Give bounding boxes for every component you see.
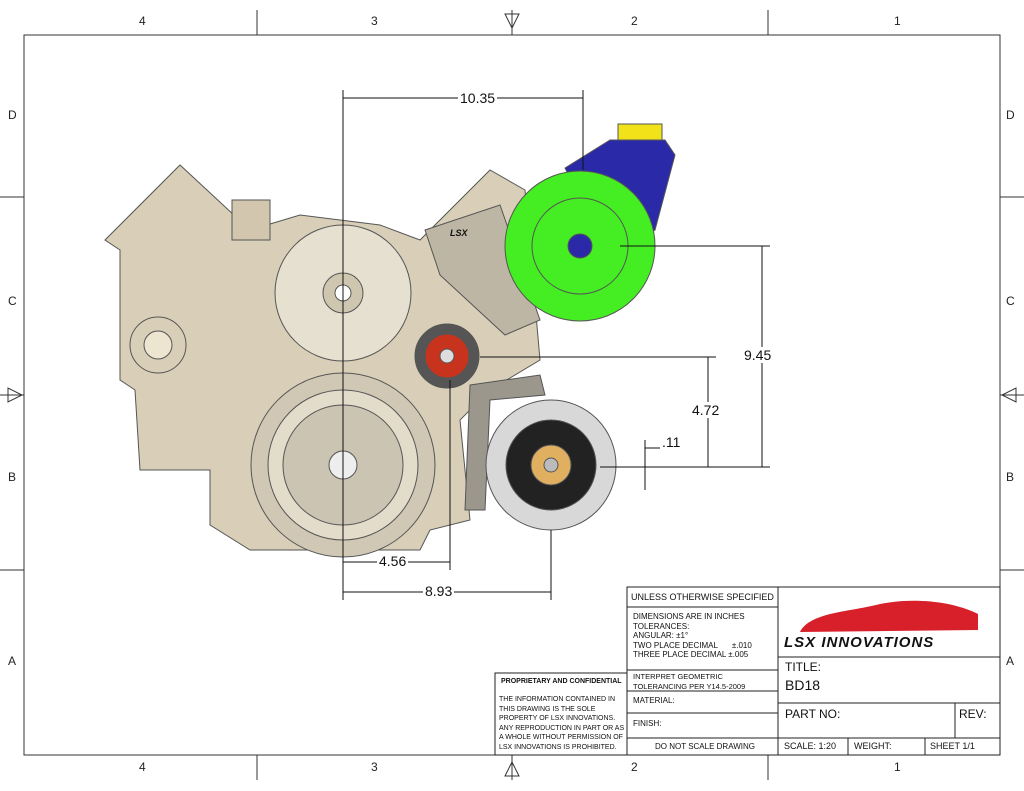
proprietary-body: THE INFORMATION CONTAINED IN THIS DRAWIN… bbox=[499, 696, 625, 751]
title-block-lines bbox=[494, 586, 1001, 756]
proprietary-heading: PROPRIETARY AND CONFIDENTIAL bbox=[501, 678, 622, 685]
alternator-bracket bbox=[464, 374, 546, 511]
car-logo-icon bbox=[800, 600, 978, 632]
zone-col-4-top: 4 bbox=[139, 14, 146, 28]
dim-offset: .11 bbox=[660, 434, 683, 450]
scale-field: SCALE: 1:20 bbox=[784, 741, 836, 751]
dim-mid-height: 4.72 bbox=[690, 402, 722, 418]
dim-bottom-long: 8.93 bbox=[423, 583, 455, 599]
rev-label: REV: bbox=[959, 707, 987, 721]
material-label: MATERIAL: bbox=[633, 696, 675, 705]
sheet-label: SHEET bbox=[930, 741, 960, 751]
angular-tolerance: ANGULAR: ±1° bbox=[633, 631, 689, 640]
sheet-value: 1/1 bbox=[962, 741, 975, 751]
title-value: BD18 bbox=[785, 677, 821, 693]
zone-row-d-right: D bbox=[1006, 108, 1015, 122]
finish-label: FINISH: bbox=[633, 719, 662, 728]
weight-label: WEIGHT: bbox=[854, 741, 892, 751]
zone-row-b-right: B bbox=[1006, 470, 1015, 484]
interpret-note: INTERPRET GEOMETRIC TOLERANCING PER Y14.… bbox=[633, 672, 746, 691]
dimension-lines bbox=[342, 90, 770, 600]
tolerances-label: TOLERANCES: bbox=[633, 621, 690, 631]
zone-row-c-left: C bbox=[8, 294, 17, 308]
zone-row-b-left: B bbox=[8, 470, 17, 484]
zone-col-3-top: 3 bbox=[371, 14, 378, 28]
zone-row-c-right: C bbox=[1006, 294, 1015, 308]
two-place-label: TWO PLACE DECIMAL bbox=[633, 640, 718, 650]
zone-col-1-top: 1 bbox=[894, 14, 901, 28]
dim-top-width: 10.35 bbox=[458, 90, 498, 106]
three-place-label: THREE PLACE DECIMAL bbox=[633, 650, 727, 659]
part-no-label: PART NO: bbox=[785, 707, 841, 721]
title-label: TITLE: bbox=[785, 660, 822, 674]
two-place-value: ±.010 bbox=[731, 640, 752, 650]
zone-row-a-right: A bbox=[1006, 654, 1015, 668]
do-not-scale: DO NOT SCALE DRAWING bbox=[655, 742, 756, 751]
scale-value: 1:20 bbox=[818, 741, 837, 751]
dim-bottom-short: 4.56 bbox=[377, 553, 409, 569]
zone-col-3-bottom: 3 bbox=[371, 760, 378, 774]
bracket-logo-label: LSX bbox=[450, 228, 468, 238]
engine-assembly bbox=[104, 123, 676, 558]
dim-right-height: 9.45 bbox=[742, 347, 774, 363]
dims-in-inches: DIMENSIONS ARE IN INCHES bbox=[633, 612, 745, 621]
reservoir-cap bbox=[617, 123, 663, 141]
zone-col-4-bottom: 4 bbox=[139, 760, 146, 774]
tolerance-block: DIMENSIONS ARE IN INCHES TOLERANCES: ANG… bbox=[633, 612, 752, 660]
sheet-field: SHEET 1/1 bbox=[930, 741, 975, 751]
zone-col-2-top: 2 bbox=[631, 14, 638, 28]
zone-col-2-bottom: 2 bbox=[631, 760, 638, 774]
scale-label: SCALE: bbox=[784, 741, 817, 751]
zone-row-a-left: A bbox=[8, 654, 17, 668]
zone-row-d-left: D bbox=[8, 108, 17, 122]
zone-col-1-bottom: 1 bbox=[894, 760, 901, 774]
unless-specified: UNLESS OTHERWISE SPECIFIED bbox=[631, 592, 774, 602]
three-place-value: ±.005 bbox=[728, 650, 749, 659]
company-logo-text: LSX INNOVATIONS bbox=[784, 634, 935, 651]
